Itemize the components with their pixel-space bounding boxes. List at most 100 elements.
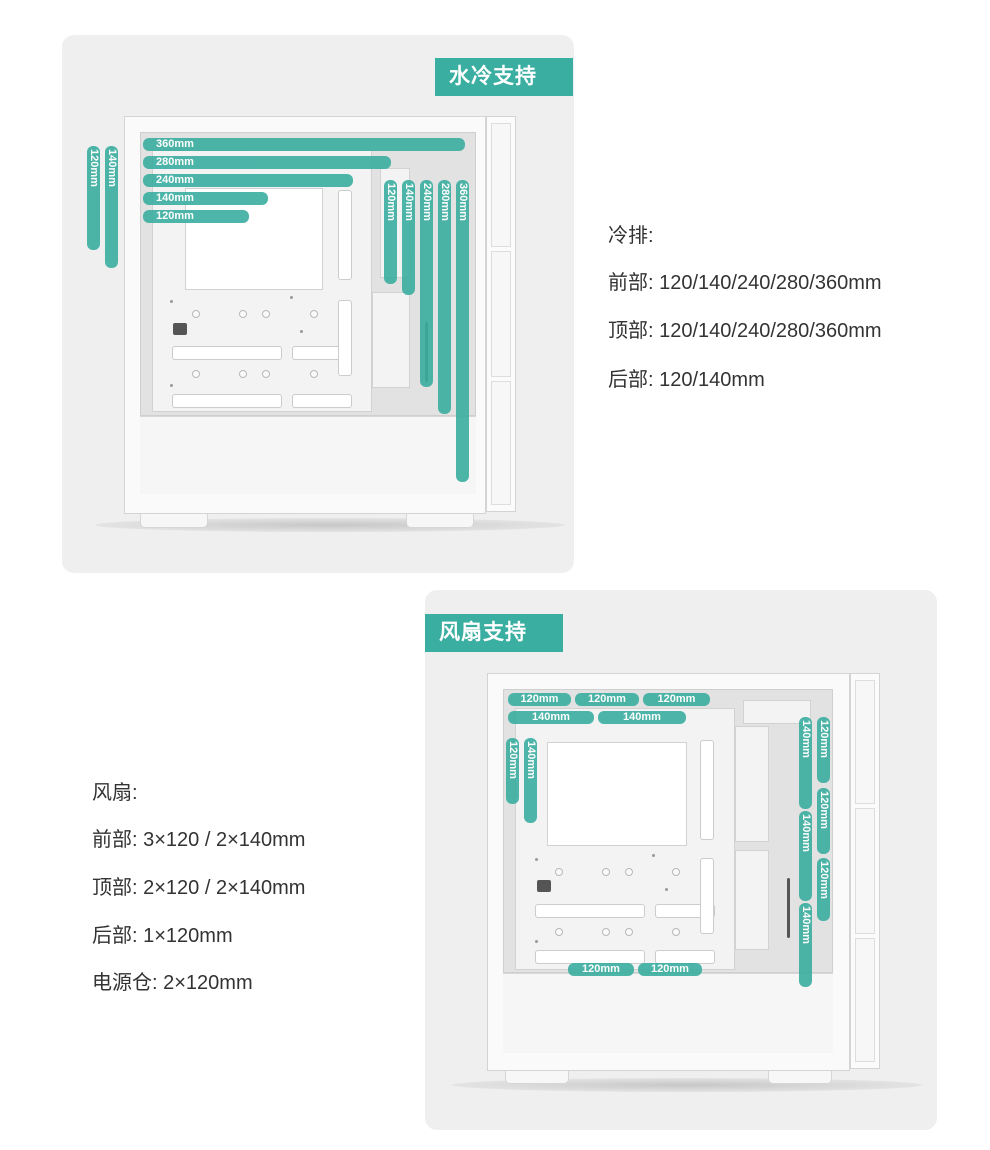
screw-dot: [170, 384, 173, 387]
psu-fan-120-marker: 120mm: [638, 963, 702, 976]
spec-label: 前部: [92, 829, 132, 851]
spec-value: 1×120mm: [143, 925, 233, 947]
fan-psu-spec: 电源仓: 2×120mm: [92, 972, 253, 994]
spec-label: 电源仓: [92, 972, 152, 994]
top-radiator-140-marker: 140mm: [143, 192, 268, 205]
spec-label: 后部: [608, 369, 648, 391]
case-foot: [505, 1068, 569, 1084]
cable-slot: [292, 394, 352, 408]
screw-dot: [535, 940, 538, 943]
grommet: [173, 323, 187, 335]
psu-shroud: [503, 973, 833, 1053]
drive-bracket: [735, 850, 769, 950]
front-radiator-240-marker: 240mm: [420, 180, 433, 387]
front-fan-140-marker: 140mm: [799, 717, 812, 809]
cpu-cutout: [547, 742, 687, 846]
radiator-top-spec: 顶部: 120/140/240/280/360mm: [608, 320, 882, 342]
cable-slot: [535, 950, 645, 964]
case-foot: [406, 512, 474, 528]
spec-value: 120/140mm: [659, 369, 765, 391]
front-panel-section: [855, 680, 875, 804]
psu-shroud: [140, 416, 476, 494]
front-panel-section: [855, 808, 875, 934]
screw-dot: [652, 854, 655, 857]
screw-dot: [535, 858, 538, 861]
standoff-hole: [555, 868, 563, 876]
radiator-rear-spec: 后部: 120/140mm: [608, 369, 765, 391]
cpu-cutout: [185, 188, 323, 290]
top-radiator-360-marker: 360mm: [143, 138, 465, 151]
standoff-hole: [625, 928, 633, 936]
top-fan-120-marker: 120mm: [508, 693, 571, 706]
spec-label: 顶部: [92, 877, 132, 899]
drive-bracket: [735, 726, 769, 842]
front-panel-section: [491, 381, 511, 505]
front-panel-section: [491, 251, 511, 377]
screw-dot: [290, 296, 293, 299]
standoff-hole: [625, 868, 633, 876]
case-foot: [140, 512, 208, 528]
top-fan-120-marker: 120mm: [575, 693, 639, 706]
standoff-hole: [262, 310, 270, 318]
water-cooling-title: 水冷支持: [435, 58, 573, 96]
radiator-front-spec: 前部: 120/140/240/280/360mm: [608, 272, 882, 294]
rear-radiator-140-marker: 140mm: [105, 146, 118, 268]
standoff-hole: [310, 370, 318, 378]
spec-label: 后部: [92, 925, 132, 947]
front-radiator-120-marker: 120mm: [384, 180, 397, 284]
standoff-hole: [602, 868, 610, 876]
front-radiator-360-marker: 360mm: [456, 180, 469, 482]
fan-rear-spec: 后部: 1×120mm: [92, 925, 233, 947]
cable-slot: [655, 950, 715, 964]
cable-slot: [172, 394, 282, 408]
spec-value: 120/140/240/280/360mm: [659, 272, 882, 294]
front-radiator-140-marker: 140mm: [402, 180, 415, 295]
spec-label: 顶部: [608, 320, 648, 342]
spec-value: 3×120 / 2×140mm: [143, 829, 306, 851]
standoff-hole: [310, 310, 318, 318]
standoff-hole: [192, 370, 200, 378]
front-radiator-280-marker: 280mm: [438, 180, 451, 414]
grommet: [537, 880, 551, 892]
front-panel-section: [855, 938, 875, 1062]
top-radiator-120-marker: 120mm: [143, 210, 249, 223]
rear-fan-120-marker: 120mm: [506, 738, 519, 804]
spec-value: 2×120mm: [163, 972, 253, 994]
front-fan-120-marker: 120mm: [817, 717, 830, 783]
cable-slot: [338, 190, 352, 280]
fan-front-spec: 前部: 3×120 / 2×140mm: [92, 829, 306, 851]
spec-value: 120/140/240/280/360mm: [659, 320, 882, 342]
screw-dot: [665, 888, 668, 891]
top-radiator-280-marker: 280mm: [143, 156, 391, 169]
case-front-panel: [850, 673, 880, 1069]
rear-fan-140-marker: 140mm: [524, 738, 537, 823]
cable-slot: [700, 740, 714, 840]
front-fan-140-marker: 140mm: [799, 903, 812, 987]
cable-slot: [535, 904, 645, 918]
front-fan-120-marker: 120mm: [817, 788, 830, 854]
spec-label: 前部: [608, 272, 648, 294]
case-foot: [768, 1068, 832, 1084]
cable-slot: [172, 346, 282, 360]
standoff-hole: [239, 310, 247, 318]
standoff-hole: [672, 868, 680, 876]
front-fan-120-marker: 120mm: [817, 858, 830, 921]
rear-radiator-120-marker: 120mm: [87, 146, 100, 250]
fan-heading: 风扇:: [92, 782, 138, 804]
front-panel-section: [491, 123, 511, 247]
cable-tie: [787, 878, 790, 938]
spec-value: 2×120 / 2×140mm: [143, 877, 306, 899]
standoff-hole: [262, 370, 270, 378]
top-fan-140-marker: 140mm: [508, 711, 594, 724]
standoff-hole: [602, 928, 610, 936]
top-fan-120-marker: 120mm: [643, 693, 710, 706]
standoff-hole: [672, 928, 680, 936]
standoff-hole: [555, 928, 563, 936]
cable-slot: [338, 300, 352, 376]
case-front-panel: [486, 116, 516, 512]
cable-slot: [700, 858, 714, 934]
top-radiator-240-marker: 240mm: [143, 174, 353, 187]
standoff-hole: [239, 370, 247, 378]
top-fan-140-marker: 140mm: [598, 711, 686, 724]
fan-top-spec: 顶部: 2×120 / 2×140mm: [92, 877, 306, 899]
